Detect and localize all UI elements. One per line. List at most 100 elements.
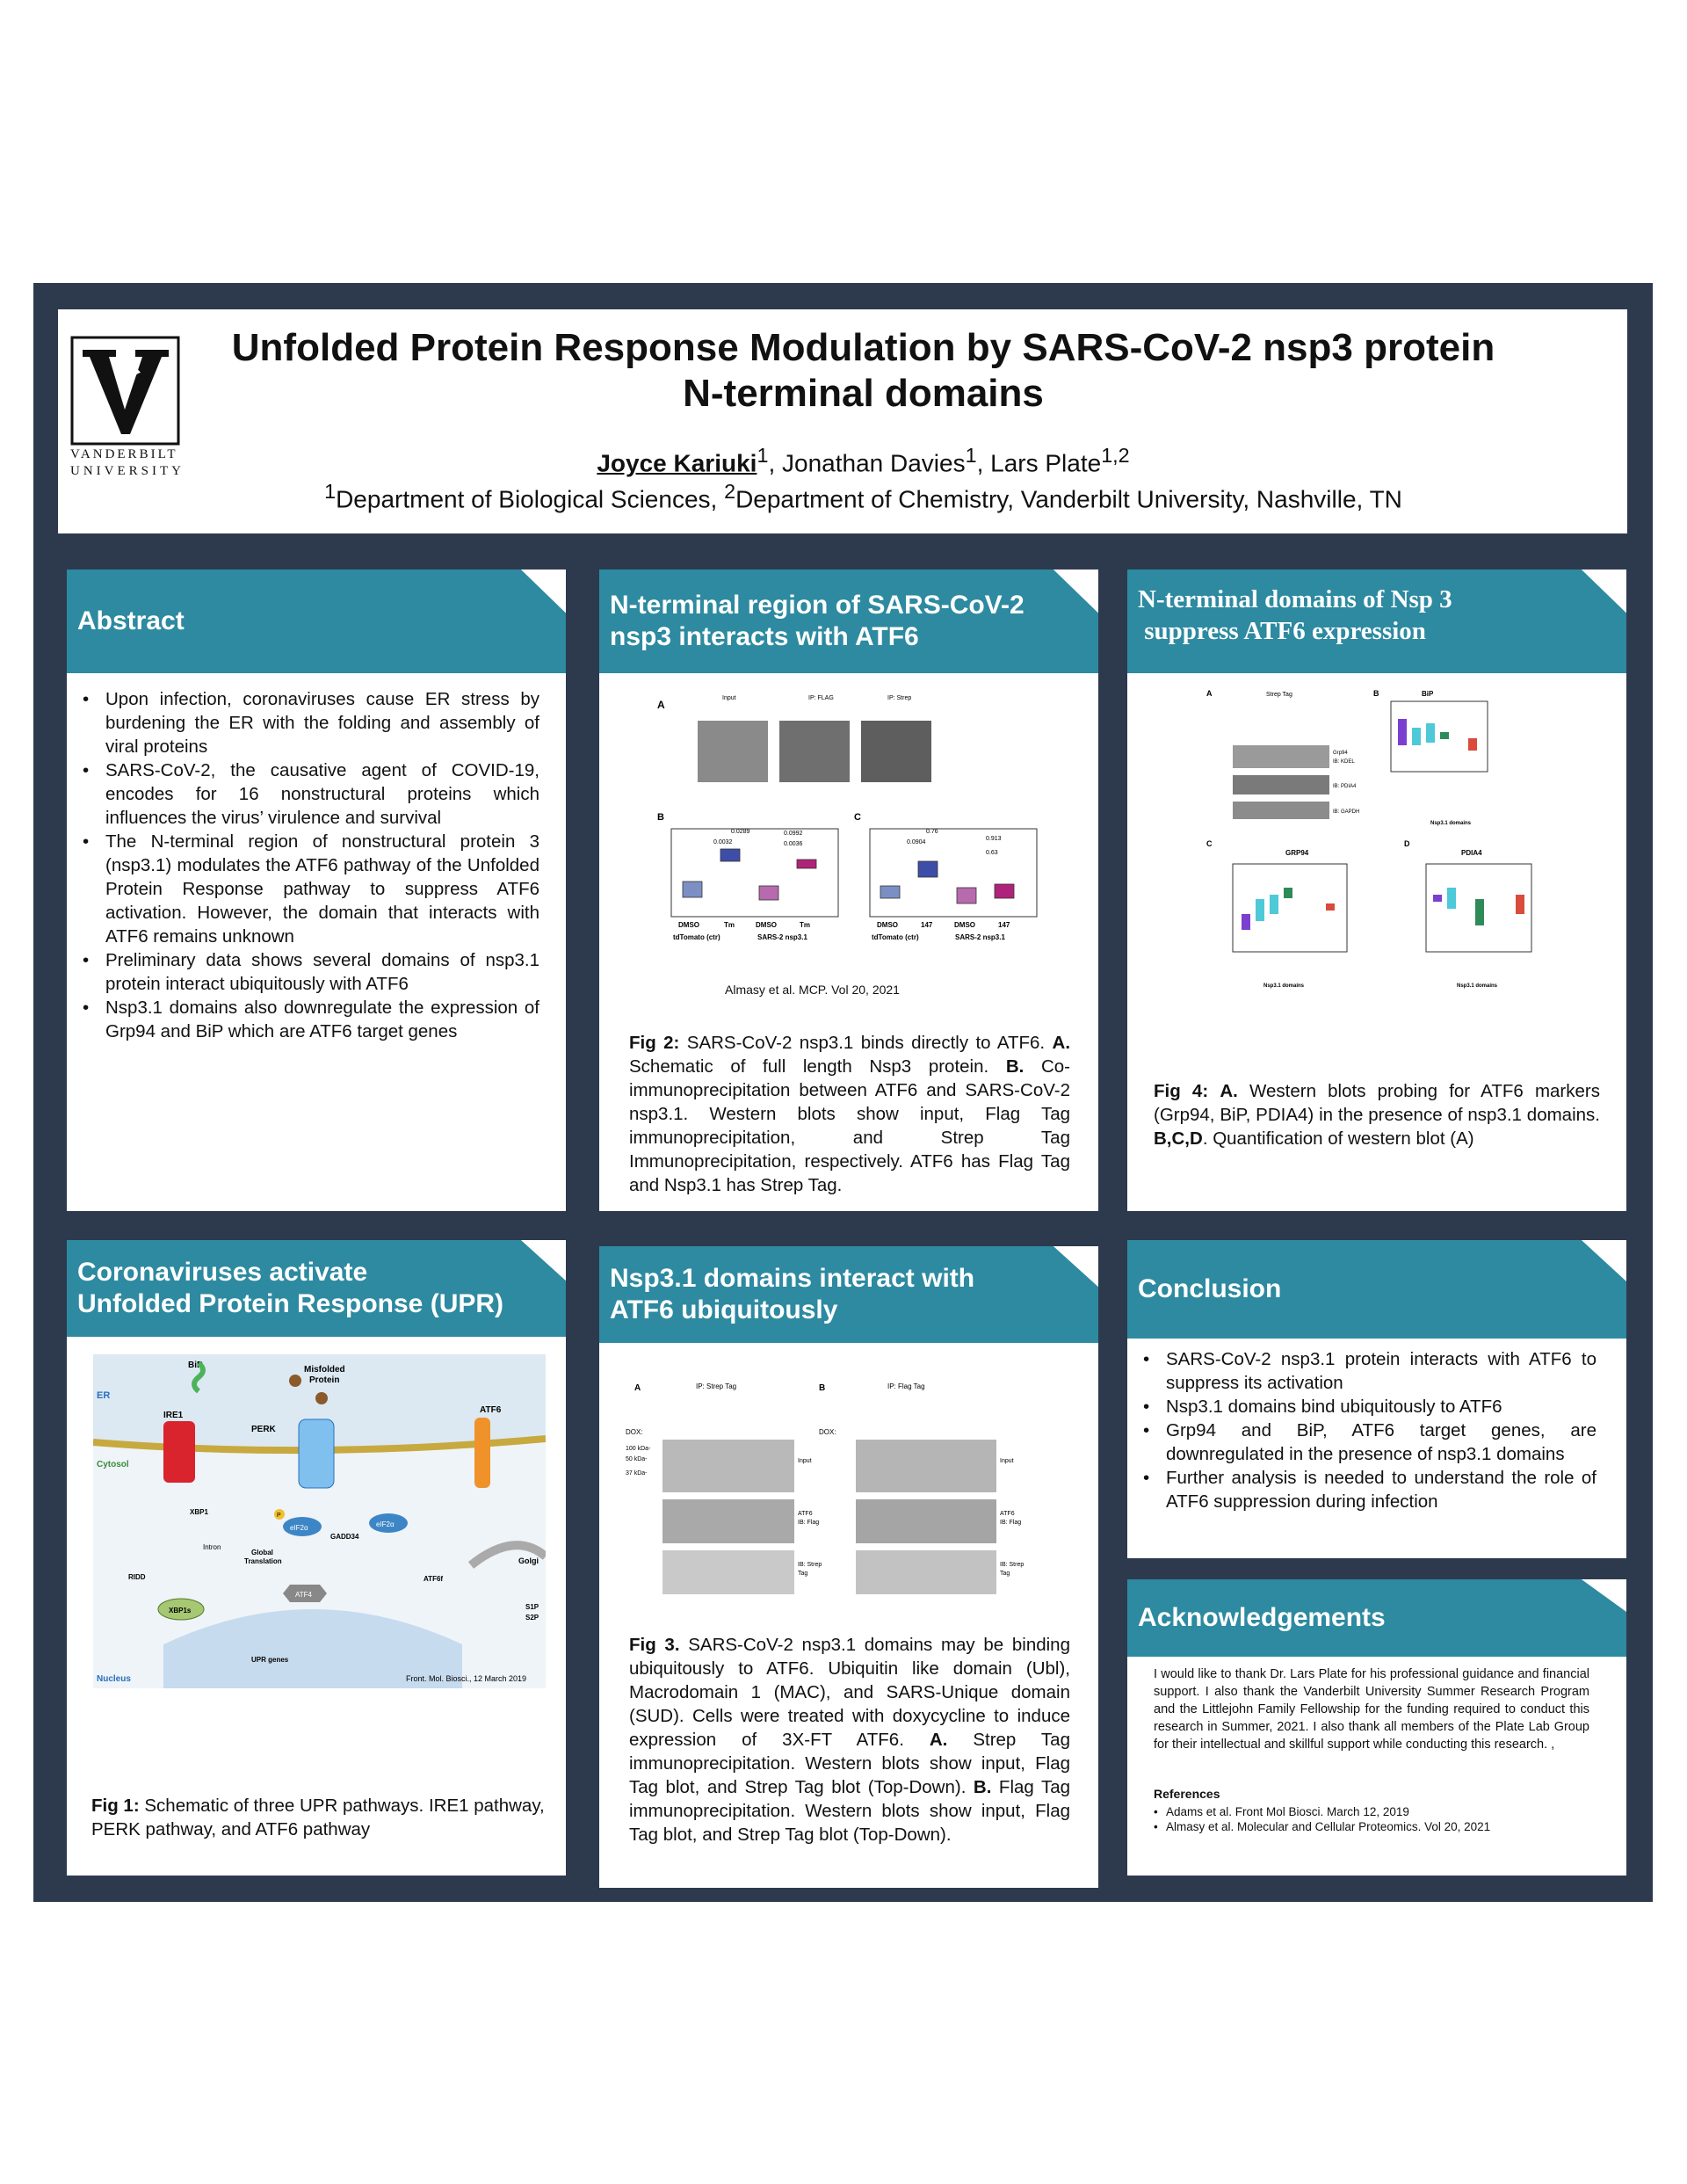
list-item: The N-terminal region of nonstructural p… (79, 830, 539, 948)
fig4-streptag: Strep Tag (1266, 692, 1292, 698)
list-item: Adams et al. Front Mol Biosci. March 12,… (1154, 1804, 1589, 1819)
diagram-label: eIF2α (376, 1520, 395, 1528)
list-item: Upon infection, coronaviruses cause ER s… (79, 687, 539, 758)
author-sup: 1,2 (1101, 444, 1130, 467)
fig2-label-a: A (657, 699, 665, 711)
fig4-chart-pdia4: PDIA4 Nsp3.1 domains (1425, 849, 1532, 989)
fig1-caption: Fig 1: Schematic of three UPR pathways. … (91, 1794, 548, 1841)
fig1-heading-line1: Coronaviruses activate (77, 1258, 368, 1287)
diagram-label: Golgi (518, 1556, 539, 1565)
diagram-label: S1P (525, 1603, 539, 1611)
fig2b-pval: 0.0289 (731, 829, 750, 835)
diagram-label: RIDD (128, 1573, 146, 1581)
caption-letter: B,C,D (1154, 1128, 1203, 1149)
fig2-label-b: B (657, 812, 664, 823)
fig4-figure: A B C D Strep Tag Grp94 IB: KDEL IB: PDI… (1206, 689, 1532, 989)
affil-dept1: Department of Biological Sciences, (336, 485, 725, 513)
diagram-label: XBP1 (190, 1508, 208, 1516)
fig4-xlabel: Nsp3.1 domains (1263, 983, 1305, 989)
abstract-header: Abstract (67, 570, 566, 673)
fig3-ipstrep: IP: Strep Tag (696, 1382, 736, 1390)
title-card (58, 309, 1627, 533)
affil-sup: 1 (324, 480, 337, 503)
diagram-label: Translation (244, 1557, 282, 1565)
phospho-icon (274, 1509, 285, 1520)
list-item: Further analysis is needed to understand… (1140, 1466, 1596, 1513)
fig4-xlabel: Nsp3.1 domains (1457, 983, 1498, 989)
fig2b-group: tdTomato (ctr) (673, 933, 720, 941)
diagram-label: ATF6f (424, 1575, 443, 1583)
fig2-blot-ipstrep (861, 721, 931, 782)
fig2c-tick: 147 (921, 921, 933, 929)
atf6-icon (474, 1418, 490, 1488)
author-2: Jonathan Davies (782, 449, 966, 477)
fig3-caption: Fig 3. SARS-CoV-2 nsp3.1 domains may be … (629, 1633, 1070, 1847)
title-line1: Unfolded Protein Response Modulation by … (231, 326, 1495, 369)
acknowledgements-heading: Acknowledgements (1138, 1603, 1386, 1632)
fig4-chart-title: PDIA4 (1461, 849, 1482, 857)
fig4-label-b: B (1373, 689, 1379, 698)
vanderbilt-oak-leaf-logo-icon (70, 336, 180, 446)
diagram-label: S2P (525, 1614, 539, 1622)
fig3b-blot-input (856, 1440, 996, 1492)
caption-text: Strep Tag immunoprecipitation. Western b… (629, 1730, 1070, 1797)
fig2c-pval: 0.63 (986, 850, 998, 856)
fig3-dox: DOX: (626, 1428, 643, 1436)
fig2-ipstrep-label: IP: Strep (887, 695, 911, 701)
fig3-input: Input (1000, 1458, 1014, 1464)
diagram-label: P (277, 1513, 281, 1519)
fig2-blot-input (698, 721, 768, 782)
caption-letter: B. (973, 1777, 992, 1797)
fig2c-pval: 0.76 (926, 829, 938, 835)
fig2b-pval: 0.0032 (713, 839, 733, 845)
fig3-atf6: ATF6 (1000, 1511, 1015, 1517)
diagram-label: XBP1s (169, 1607, 192, 1614)
fig4-chart-title: BiP (1422, 690, 1434, 698)
fig4-caption: Fig 4: A. Western blots probing for ATF6… (1154, 1079, 1600, 1150)
list-item: Nsp3.1 domains bind ubiquitously to ATF6 (1140, 1395, 1596, 1419)
fig4-blot-gapdh (1233, 802, 1329, 819)
diagram-label: Intron (203, 1543, 221, 1551)
fig2b-pval: 0.0992 (784, 831, 803, 837)
conclusion-panel: Conclusion SARS-CoV-2 nsp3.1 protein int… (1127, 1240, 1626, 1558)
list-item: Nsp3.1 domains also downregulate the exp… (79, 996, 539, 1043)
fig2b-tick: Tm (724, 921, 735, 929)
fig3-label-b: B (819, 1383, 825, 1393)
fig2b-group: SARS-2 nsp3.1 (757, 933, 807, 941)
fig3-heading-line1: Nsp3.1 domains interact with (610, 1264, 975, 1293)
acknowledgements-header: Acknowledgements (1127, 1579, 1626, 1657)
perk-icon (298, 1419, 335, 1489)
fig2-heading-line1: N-terminal region of SARS-CoV-2 (610, 591, 1025, 620)
caption-text: . Quantification of western blot (A) (1202, 1128, 1474, 1149)
fig4-label-d: D (1404, 839, 1410, 848)
atf4-icon (283, 1585, 327, 1602)
fig3-ibflag: IB: Flag (1000, 1520, 1021, 1526)
fig4-header: N-terminal domains of Nsp 3 suppress ATF… (1127, 570, 1626, 673)
fig2-figure: A Input IP: FLAG IP: Strep B C 0.0289 0.… (657, 695, 1038, 941)
diagram-label: ER (97, 1390, 110, 1401)
fig2c-tick: DMSO (954, 921, 975, 929)
list-item: SARS-CoV-2 nsp3.1 protein interacts with… (1140, 1347, 1596, 1395)
fig2b-tick: DMSO (678, 921, 699, 929)
fig4-blot-grp94 (1233, 745, 1329, 768)
fig3-dox: DOX: (819, 1428, 836, 1436)
title-line2: N-terminal domains (683, 372, 1044, 415)
fig4-label-a: A (1206, 689, 1213, 698)
diagram-label: Misfolded (304, 1365, 345, 1375)
fig4-blot-label: IB: KDEL (1333, 759, 1355, 765)
caption-letter: A. (1052, 1033, 1071, 1053)
fig2c-tick: 147 (998, 921, 1010, 929)
fig2c-group: SARS-2 nsp3.1 (955, 933, 1005, 941)
fig2-ipflag-label: IP: FLAG (808, 695, 834, 701)
diagram-label: Global (251, 1549, 273, 1556)
fig3-ipflag: IP: Flag Tag (887, 1382, 925, 1390)
fig3b-blot-flag (856, 1499, 996, 1543)
fig2-heading-line2: nsp3 interacts with ATF6 (610, 622, 919, 651)
list-item: Almasy et al. Molecular and Cellular Pro… (1154, 1819, 1589, 1834)
conclusion-bullets: SARS-CoV-2 nsp3.1 protein interacts with… (1140, 1347, 1596, 1513)
bip-icon (192, 1360, 206, 1394)
list-item: Grp94 and BiP, ATF6 target genes, are do… (1140, 1419, 1596, 1466)
